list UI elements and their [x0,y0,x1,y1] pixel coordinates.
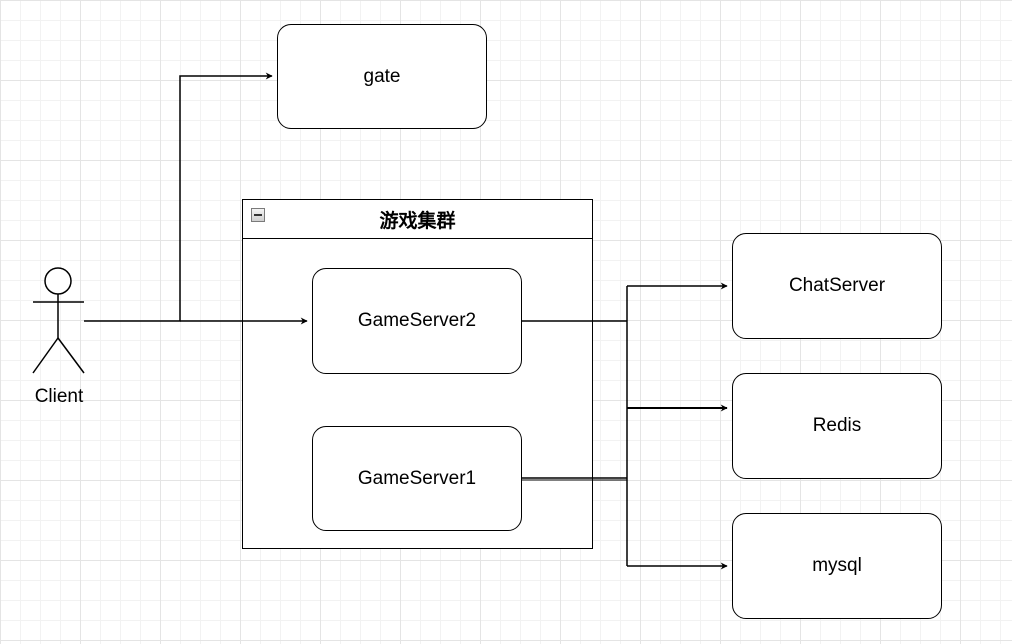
game-cluster-header: 游戏集群 [243,200,592,239]
collapse-minus-icon[interactable] [251,208,265,222]
stick-figure-icon[interactable] [32,267,85,374]
mysql-node[interactable]: mysql [732,513,942,619]
mysql-label: mysql [812,555,862,576]
gate-label: gate [363,65,401,87]
game-server-1-label: GameServer1 [357,467,477,489]
game-server-2-node[interactable]: GameServer2 [312,268,522,374]
chat-server-node[interactable]: ChatServer [732,233,942,339]
game-server-2-label: GameServer2 [357,310,477,331]
client-label: Client [34,386,84,407]
redis-node[interactable]: Redis [732,373,942,479]
game-server-1-node[interactable]: GameServer1 [312,426,522,531]
gate-node[interactable]: gate [277,24,487,129]
chat-server-label: ChatServer [788,275,886,296]
game-cluster-title: 游戏集群 [379,209,456,232]
redis-label: Redis [812,415,862,436]
